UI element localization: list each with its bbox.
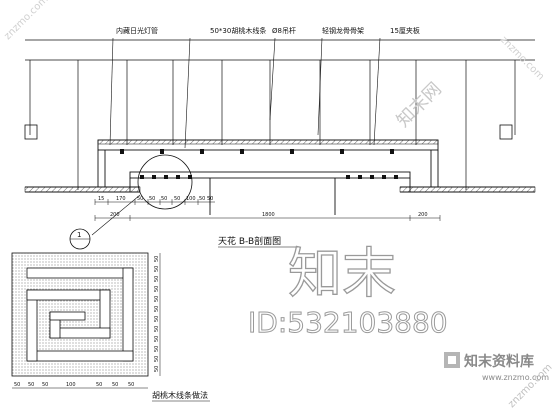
dim-top-5: 50 <box>174 196 180 202</box>
detail-dim-bottom-2: 50 <box>42 382 48 388</box>
callout-walnut-strip: 50*30胡桃木线条 <box>210 26 266 35</box>
dimension-line-top <box>94 199 215 205</box>
dimension-line-bottom <box>94 215 441 221</box>
watermark-site-url: www.znzmo.com <box>482 373 549 382</box>
dim-top-8: 50 <box>207 196 213 202</box>
watermark-site-logo: 知末资料库 www.znzmo.com <box>444 352 549 382</box>
callout-leaders <box>109 37 381 149</box>
detail-dim-side-6: 50 <box>154 316 160 322</box>
dim-top-0: 15 <box>98 196 104 202</box>
ceiling-frame <box>25 139 535 215</box>
detail-dim-side-4: 50 <box>154 296 160 302</box>
drop-rods <box>29 60 516 190</box>
watermark-site-name: 知末资料库 <box>464 353 534 370</box>
callout-hanger-rod: Ø8吊杆 <box>272 26 296 35</box>
callout-steel-keel: 轻钢龙骨骨架 <box>322 26 364 35</box>
hatched-edges <box>24 139 536 193</box>
detail-dim-bottom-0: 50 <box>14 382 20 388</box>
detail-marker: 1 <box>69 228 91 250</box>
detail-dim-bottom-5: 50 <box>112 382 118 388</box>
detail-marker-number: 1 <box>77 231 81 239</box>
dim-top-6: 100 <box>186 196 196 202</box>
watermark-top-right-url: znzmo.com <box>498 34 546 82</box>
dim-top-7: 50 <box>199 196 205 202</box>
detail-circle <box>137 154 193 210</box>
slab-lines <box>25 39 535 61</box>
detail-dim-bottom-4: 50 <box>96 382 102 388</box>
detail-dim-bottom-1: 50 <box>28 382 34 388</box>
dim-top-1: 170 <box>116 196 126 202</box>
dimension-labels-top: 15 170 50 50 50 50 100 50 50 <box>98 196 213 202</box>
watermark-id: ID:532103880 <box>248 306 448 339</box>
detail-dim-side-3: 50 <box>154 286 160 292</box>
detail-dim-side-7: 50 <box>154 326 160 332</box>
watermark-badge: 知末网 <box>393 79 446 132</box>
detail-dim-bottom-3: 100 <box>66 382 76 388</box>
watermark-brand-big: 知末 <box>288 242 396 305</box>
dim-top-4: 50 <box>161 196 167 202</box>
detail-dimension-labels-side: 50 50 50 50 50 50 50 50 50 50 50 50 <box>154 256 160 372</box>
dim-bottom-left: 200 <box>110 212 120 218</box>
side-wall-blocks <box>24 124 513 140</box>
detail-dim-side-10: 50 <box>154 356 160 362</box>
dim-bottom-right: 200 <box>418 212 428 218</box>
detail-dimension-labels-bottom: 50 50 50 100 50 50 50 <box>14 382 134 388</box>
detail-dim-bottom-6: 50 <box>128 382 134 388</box>
watermark-top-left-url: znzmo.com <box>2 0 50 42</box>
callout-plywood: 15厘夹板 <box>390 26 420 35</box>
walnut-strips <box>120 149 398 179</box>
detail-dim-side-5: 50 <box>154 306 160 312</box>
detail-dim-side-8: 50 <box>154 336 160 342</box>
section-title: 天花 B-B剖面图 <box>218 235 281 247</box>
dim-top-3: 50 <box>149 196 155 202</box>
detail-title: 胡桃木线条做法 <box>152 390 208 400</box>
dim-bottom-middle: 1800 <box>262 212 275 218</box>
detail-dim-side-9: 50 <box>154 346 160 352</box>
detail-dim-side-2: 50 <box>154 276 160 282</box>
walnut-detail-pattern <box>11 252 149 377</box>
callout-lamp: 内藏日光灯管 <box>116 26 158 35</box>
detail-dim-side-1: 50 <box>154 266 160 272</box>
detail-dim-side-11: 50 <box>154 366 160 372</box>
detail-dim-side-0: 50 <box>154 256 160 262</box>
dim-top-2: 50 <box>137 196 143 202</box>
